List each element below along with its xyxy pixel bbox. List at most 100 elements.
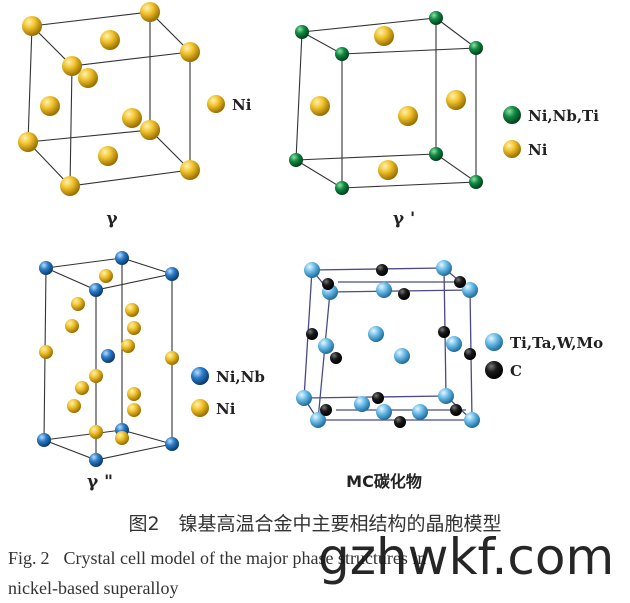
ni-atom [89, 425, 103, 439]
ni-nb-ti-atom [335, 47, 349, 61]
ni-nb-ti-atom [335, 181, 349, 195]
ni-nb-atom [37, 433, 51, 447]
gamma-atoms [18, 2, 200, 196]
metal-atom [394, 348, 410, 364]
ni-nb-atom [89, 283, 103, 297]
carbon-atom [320, 404, 332, 416]
metal-atom [304, 262, 320, 278]
caption-fig-prefix: Fig. [8, 548, 37, 568]
ni-atom [71, 297, 85, 311]
ni-nb-atom [165, 437, 179, 451]
panel-label-gamma: γ [106, 209, 118, 229]
ni-atom [165, 351, 179, 365]
metal-atom [462, 282, 478, 298]
ni-atom [40, 96, 60, 116]
ni-atom [378, 160, 398, 180]
gamma-prime-legend: Ni,Nb,Ti Ni [503, 106, 599, 159]
ni-atom [67, 399, 81, 413]
ni-atom [398, 106, 418, 126]
carbon-atom [394, 416, 406, 428]
carbon-atom [330, 352, 342, 364]
ni-atom [140, 2, 160, 22]
metal-atom [368, 326, 384, 342]
ni-nb-ti-atom [429, 11, 443, 25]
legend-label: Ni,Nb,Ti [528, 107, 599, 125]
legend-label: C [510, 362, 522, 380]
metal-atom [412, 404, 428, 420]
carbon-atom [464, 348, 476, 360]
metal-atom [376, 282, 392, 298]
ni-atom [127, 387, 141, 401]
caption-text-1: Crystal cell model of the major phase st… [63, 548, 427, 568]
gamma-prime-cell [295, 17, 478, 189]
ni-atom [65, 319, 79, 333]
ni-atom [115, 431, 129, 445]
panel-label-mc-carbide: MC碳化物 [346, 472, 422, 491]
carbon-atom [438, 326, 450, 338]
ni-atom [374, 26, 394, 46]
mc-carbide-atoms [296, 260, 480, 428]
metal-atom [464, 412, 480, 428]
carbon-atom [454, 276, 466, 288]
ni-nb-ti-atom [469, 41, 483, 55]
panel-label-gamma-prime: γ ' [393, 209, 415, 229]
legend-swatch-ni [503, 140, 521, 158]
legend-swatch-ni-nb-ti [503, 106, 521, 124]
panel-label-gamma-double-prime: γ " [87, 472, 113, 492]
metal-atom [438, 388, 454, 404]
ni-atom [127, 321, 141, 335]
carbon-atom [306, 328, 318, 340]
ni-atom [22, 16, 42, 36]
ni-atom [78, 68, 98, 88]
carbon-atom [450, 404, 462, 416]
legend-label: Ni [216, 400, 236, 418]
gamma-cell [27, 11, 192, 187]
ni-atom [99, 269, 113, 283]
gamma-double-prime-legend: Ni,Nb Ni [191, 367, 265, 418]
ni-atom [180, 42, 200, 62]
ni-atom [121, 339, 135, 353]
legend-swatch-ni [207, 95, 225, 113]
ni-nb-atom [165, 267, 179, 281]
ni-atom [127, 403, 141, 417]
ni-atom [125, 303, 139, 317]
ni-atom [180, 160, 200, 180]
figure-caption-zh: 图2 镍基高温合金中主要相结构的晶胞模型 [128, 513, 502, 535]
ni-nb-atom [89, 453, 103, 467]
watermark: gzhwkf.com [318, 528, 615, 586]
ni-atom [140, 120, 160, 140]
ni-nb-ti-atom [429, 147, 443, 161]
ni-atom [75, 381, 89, 395]
metal-atom [354, 396, 370, 412]
legend-swatch-ni [191, 399, 209, 417]
gamma-double-prime-atoms [37, 251, 179, 467]
carbon-atom [398, 288, 410, 300]
ni-nb-atom [115, 251, 129, 265]
ni-nb-ti-atom [469, 175, 483, 189]
metal-atom [318, 338, 334, 354]
ni-atom [39, 345, 53, 359]
ni-atom [122, 108, 142, 128]
carbon-atom [376, 264, 388, 276]
ni-atom [62, 56, 82, 76]
ni-atom [98, 146, 118, 166]
ni-atom [60, 176, 80, 196]
mc-carbide-legend: Ti,Ta,W,Mo C [485, 333, 603, 380]
metal-atom [436, 260, 452, 276]
legend-label: Ni [232, 96, 252, 114]
carbon-atom [372, 392, 384, 404]
caption-line-2: nickel-based superalloy [8, 578, 179, 598]
legend-label: Ni,Nb [216, 368, 265, 386]
gamma-legend: Ni [207, 95, 252, 114]
ni-nb-atom [101, 349, 115, 363]
ni-atom [18, 132, 38, 152]
legend-label: Ti,Ta,W,Mo [510, 334, 603, 352]
ni-atom [310, 96, 330, 116]
carbon-atom [322, 278, 334, 290]
ni-nb-ti-atom [289, 153, 303, 167]
gamma-prime-atoms [289, 11, 483, 195]
metal-atom [296, 390, 312, 406]
crystal-cell-figure: Ni γ Ni,Nb,Ti Ni γ ' [18, 2, 603, 492]
